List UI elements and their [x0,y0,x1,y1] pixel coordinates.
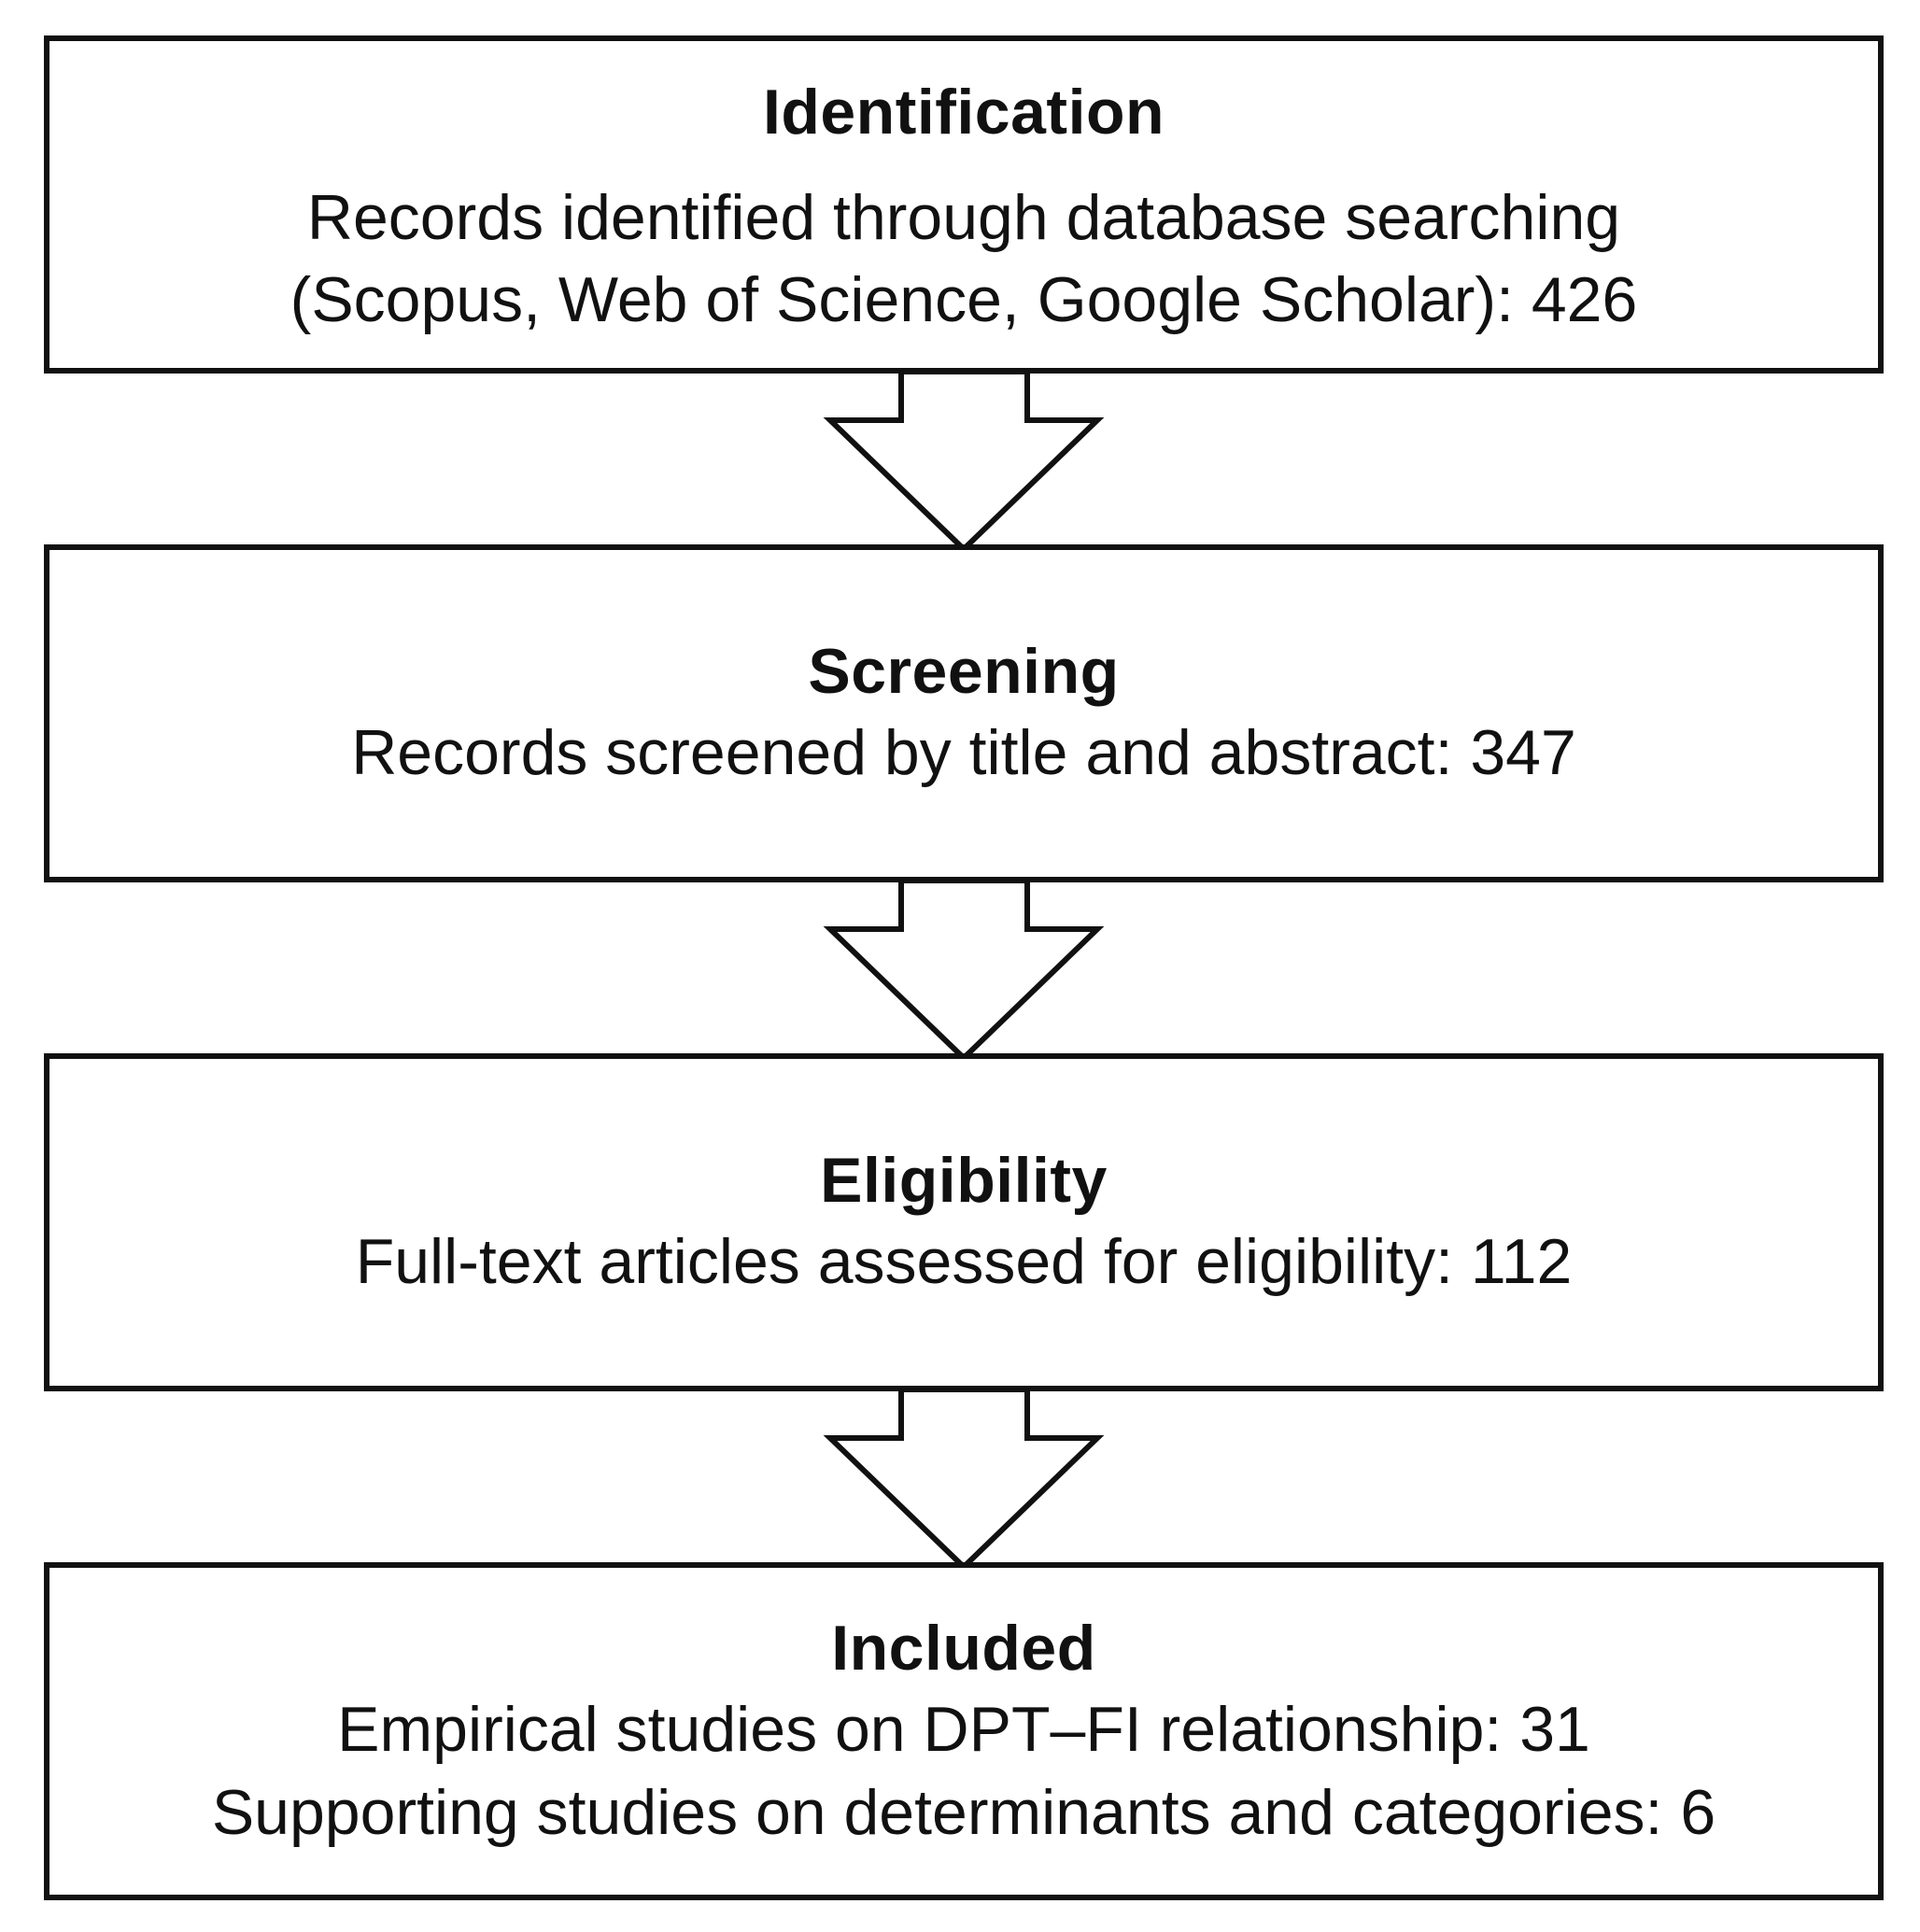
stage-box-screening: Screening Records screened by title and … [44,544,1884,882]
stage-description: Supporting studies on determinants and c… [211,1776,1716,1848]
stage-title: Eligibility [820,1145,1108,1217]
stage-description: Records identified through database sear… [306,182,1621,253]
stage-description: Full-text articles assessed for eligibil… [355,1226,1573,1298]
stage-description: Records screened by title and abstract: … [351,717,1576,789]
arrow-screening-to-eligibility [823,878,1105,1063]
stage-box-identification: Identification Records identified throug… [44,35,1884,374]
stage-description: Empirical studies on DPT–FI relationship… [337,1694,1590,1766]
stage-title: Identification [762,77,1165,148]
arrow-eligibility-to-included [823,1387,1105,1572]
stage-title: Screening [808,636,1120,708]
stage-title: Included [831,1613,1096,1685]
stage-description: (Scopus, Web of Science, Google Scholar)… [289,264,1638,336]
stage-box-included: Included Empirical studies on DPT–FI rel… [44,1562,1884,1900]
stage-box-eligibility: Eligibility Full-text articles assessed … [44,1053,1884,1391]
arrow-identification-to-screening [823,369,1105,554]
